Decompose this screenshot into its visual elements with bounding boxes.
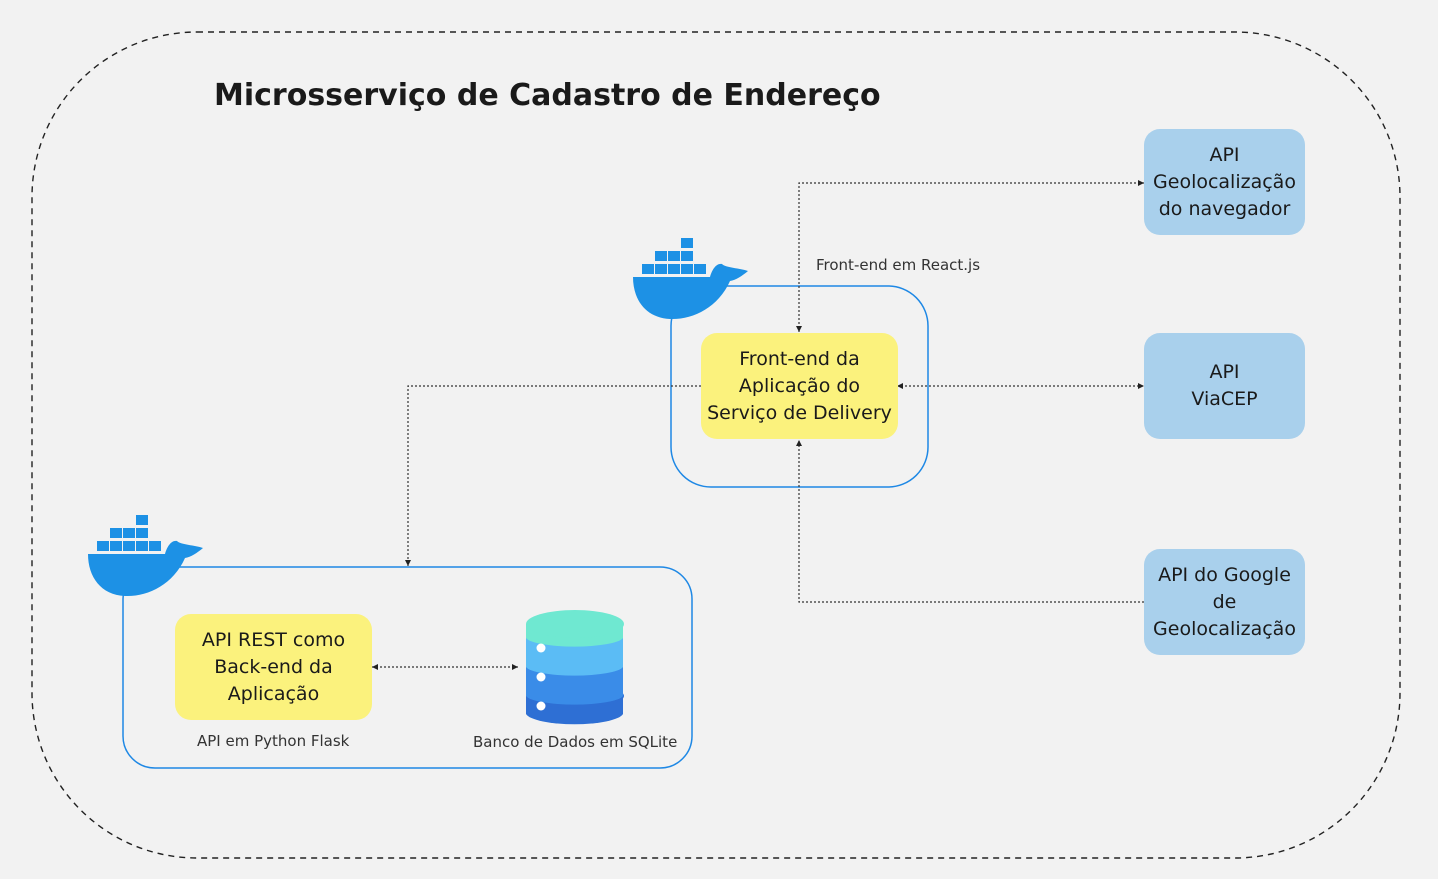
api-node-line: Geolocalização: [1153, 617, 1296, 640]
microservice-boundary: [31, 31, 1401, 859]
connector-frontend-browser-geolocation: [796, 180, 1144, 332]
database-caption: Banco de Dados em SQLite: [473, 733, 678, 751]
frontend-node-line: Serviço de Delivery: [707, 401, 892, 424]
database-icon: [526, 610, 624, 725]
api-rest-node-line: Back-end da: [214, 655, 333, 678]
docker-whale-icon: [633, 238, 748, 320]
connector-frontend-backend: [405, 385, 701, 566]
api-node-line: API do Google: [1158, 563, 1291, 586]
api-rest-node[interactable]: API REST como Back-end da Aplicação: [175, 614, 372, 720]
backend-container: [122, 566, 693, 769]
api-node-line: ViaCEP: [1191, 388, 1258, 410]
api-rest-node-line: API REST como: [201, 628, 346, 651]
api-node-line: API: [1209, 361, 1240, 383]
diagram-title: Microsserviço de Cadastro de Endereço: [214, 78, 881, 113]
api-rest-node-line: Aplicação: [227, 682, 320, 705]
api-google-geolocation-node[interactable]: API do Google de Geolocalização: [1144, 549, 1305, 655]
frontend-node-line: Front-end da: [739, 347, 860, 370]
api-viacep-node[interactable]: API ViaCEP: [1144, 333, 1305, 439]
api-node-line: Geolocalização: [1153, 170, 1296, 193]
connector-google-frontend: [796, 440, 1144, 603]
api-node-line: API: [1209, 143, 1240, 166]
api-node-line: de: [1212, 590, 1237, 613]
frontend-node[interactable]: Front-end da Aplicação do Serviço de Del…: [701, 333, 898, 439]
frontend-container-label: Front-end em React.js: [816, 256, 981, 274]
api-browser-geolocation-node[interactable]: API Geolocalização do navegador: [1144, 129, 1305, 235]
docker-whale-icon: [88, 515, 203, 597]
api-caption: API em Python Flask: [197, 732, 350, 750]
frontend-node-line: Aplicação do: [738, 374, 861, 397]
api-node-line: do navegador: [1158, 197, 1291, 220]
